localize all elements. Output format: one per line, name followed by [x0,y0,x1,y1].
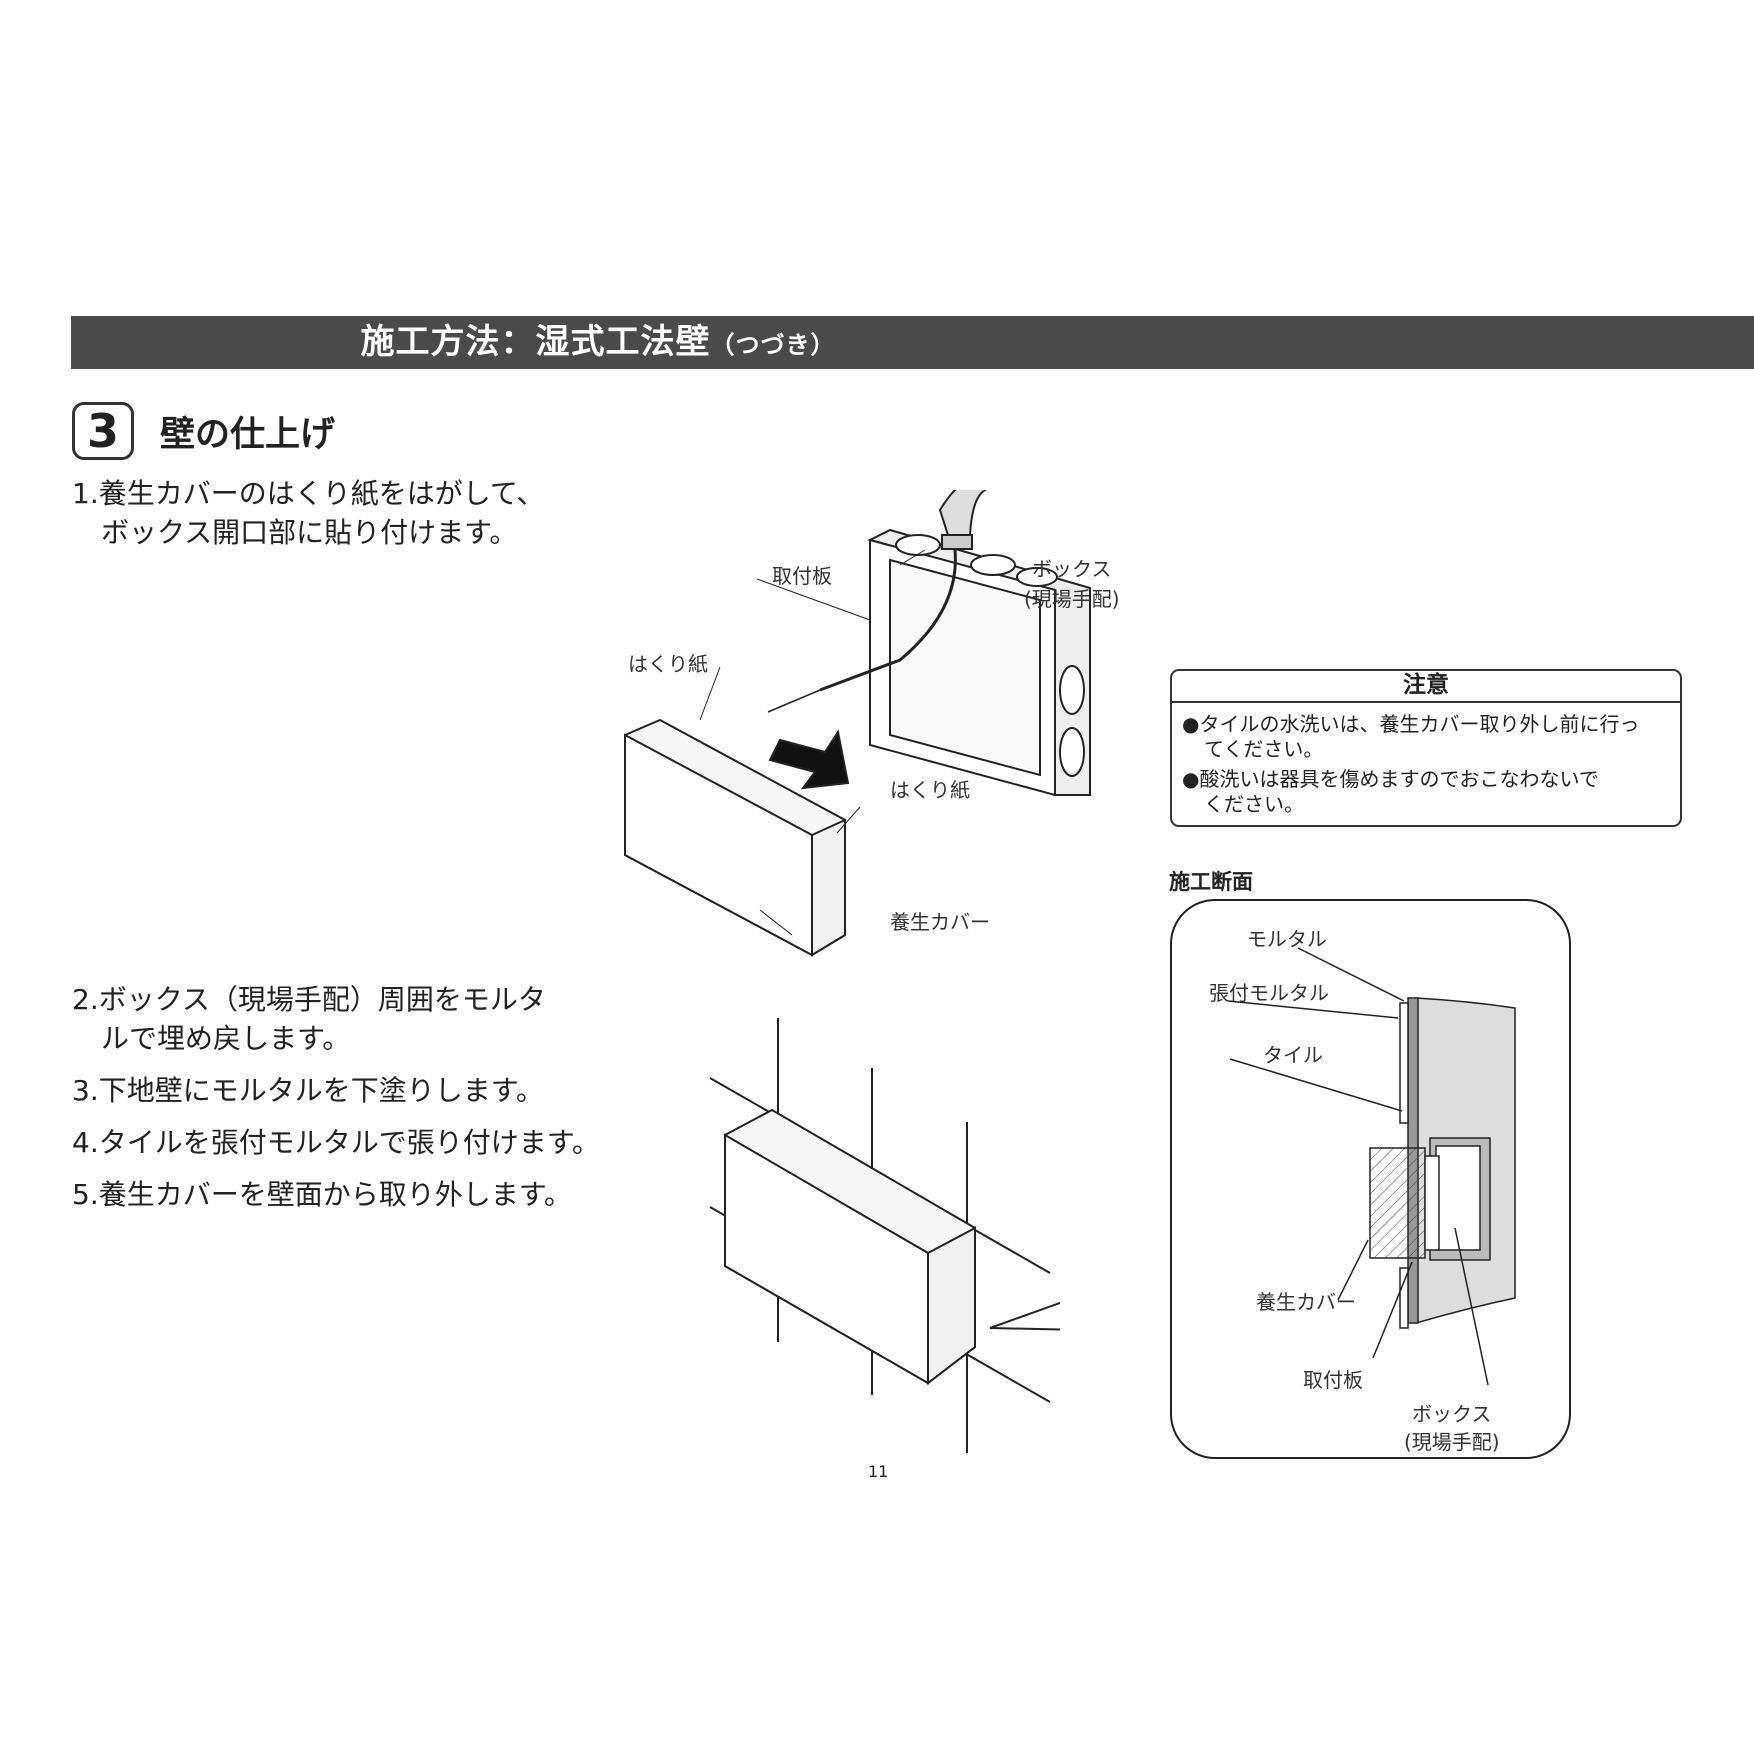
caution-item-1: ●タイルの水洗いは、養生カバー取り外し前に行っ てください。 [1182,712,1672,762]
label-bonding-mortar: 張付モルタル [1209,981,1329,1005]
knockout-1 [895,534,941,556]
leader-cover [759,909,793,936]
title-subtitle: （つづき） [710,331,836,359]
knockout-side-1 [1059,665,1085,715]
callout-line-top [989,1301,1060,1329]
instruction-block-2: 2.ボックス（現場手配）周囲をモルタ ルで埋め戻します。 3.下地壁にモルタルを… [72,980,612,1227]
label-release-paper-right: はくり紙 [890,778,970,802]
insert-arrow-icon [768,729,850,790]
title-text: 施工方法：湿式工法壁 [360,322,711,362]
caution-item-1-line-1: ●タイルの水洗いは、養生カバー取り外し前に行っ [1182,712,1640,736]
bonding-mortar-upper [1399,1002,1409,1124]
caution-title: 注意 [1403,672,1449,698]
knockout-side-2 [1059,727,1085,777]
caution-item-2-line-2: ください。 [1204,792,1304,816]
page-number: 11 [868,1462,889,1481]
leader-release-paper-top [699,666,721,721]
instruction-4: 4.タイルを張付モルタルで張り付けます。 [72,1126,600,1159]
title-bar [71,316,1754,369]
caution-divider [1171,701,1681,703]
step-title: 壁の仕上げ [160,415,336,455]
label-section-box-line-2: (現場手配) [1404,1430,1500,1454]
conduit-connector [941,534,973,550]
wall-cover-side [927,1226,976,1386]
label-section-plate: 取付板 [1303,1368,1363,1392]
cable-wires [767,689,821,713]
tiled-wall-illustration [709,1018,1060,1453]
label-section-cover: 養生カバー [1256,1290,1356,1314]
instruction-1-line-2: ボックス開口部に貼り付けます。 [101,516,518,549]
cover-attach-illustration [624,490,1091,957]
protective-cover-side [811,818,846,957]
leader-section-box [1454,1227,1489,1386]
caution-box [1170,669,1682,827]
instruction-1-line-1: 1.養生カバーのはくり紙をはがして、 [72,477,545,510]
leader-section-plate [1372,1261,1413,1359]
conduit [938,490,987,536]
step-number-badge: 3 [72,402,134,460]
mounting-plate-section [1424,1155,1440,1251]
leader-bonding-mortar [1227,1000,1399,1019]
instruction-2-line-1: 2.ボックス（現場手配）周囲をモルタ [72,983,546,1016]
label-tile: タイル [1263,1043,1323,1067]
instruction-3: 3.下地壁にモルタルを下塗りします。 [72,1074,544,1107]
page-title: 施工方法：湿式工法壁（つづき） [71,316,1125,369]
label-box-line-1: ボックス [1032,557,1112,581]
box-opening [889,558,1041,777]
leader-release-paper-right [836,806,861,834]
label-box-line-2: (現場手配) [1024,587,1120,611]
leader-mounting-plate [756,578,871,621]
label-mortar: モルタル [1247,927,1327,951]
section-protective-cover [1369,1147,1426,1259]
label-protective-cover: 養生カバー [890,910,990,934]
label-mounting-plate: 取付板 [772,564,832,588]
leader-mortar [1297,947,1405,1002]
leader-box [899,549,926,566]
caution-item-1-line-2: てください。 [1204,737,1324,761]
cable [819,549,957,692]
instruction-block-1: 1.養生カバーのはくり紙をはがして、 ボックス開口部に貼り付けます。 [72,474,612,552]
label-release-paper-top: はくり紙 [628,652,708,676]
knockout-2 [970,554,1016,576]
section-title: 施工断面 [1169,870,1253,894]
knockout-3 [1016,567,1058,587]
caution-item-2-line-1: ●酸洗いは器具を傷めますのでおこなわないで [1182,767,1599,791]
bonding-mortar-lower [1399,1267,1409,1329]
caution-item-2: ●酸洗いは器具を傷めますのでおこなわないで ください。 [1182,767,1672,817]
label-section-box-line-1: ボックス [1412,1402,1492,1426]
callout-line-bottom [989,1327,1060,1331]
cross-section-diagram [1170,899,1571,1459]
leader-tile [1229,1058,1403,1112]
leader-section-cover [1337,1239,1369,1301]
box-interior [1435,1145,1481,1251]
instruction-5: 5.養生カバーを壁面から取り外します。 [72,1178,572,1211]
instruction-2-line-2: ルで埋め戻します。 [101,1022,351,1055]
